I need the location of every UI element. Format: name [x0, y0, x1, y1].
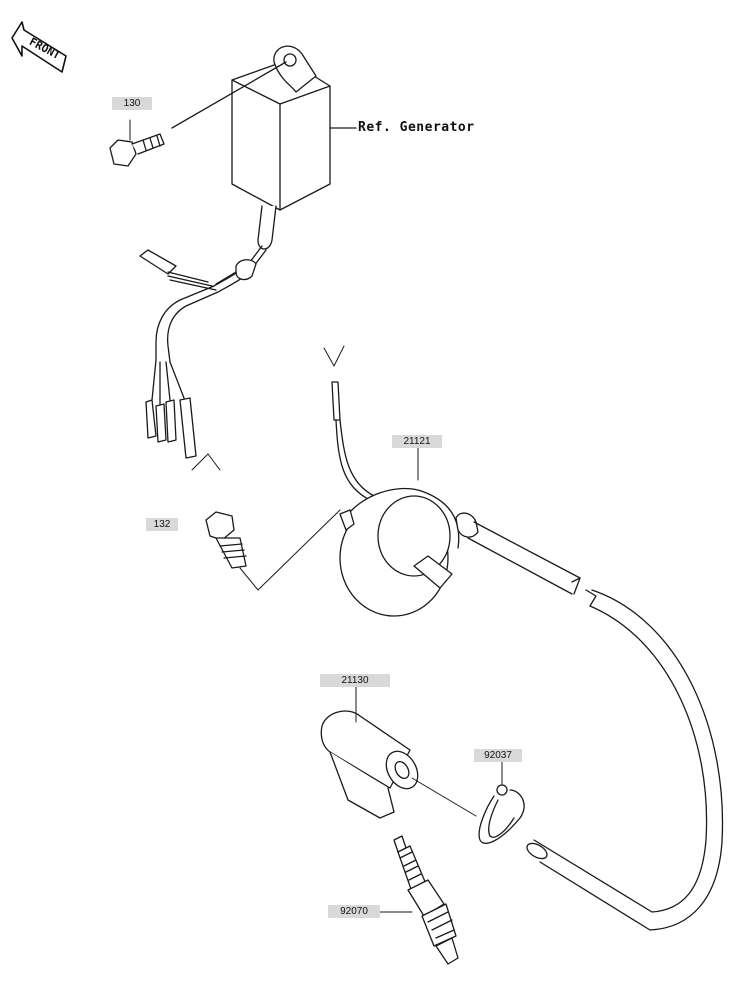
clip-92037-icon — [478, 761, 525, 844]
bolt-132-icon — [205, 509, 341, 591]
ignition-coil — [323, 345, 724, 931]
cdi-unit — [171, 45, 357, 250]
callout-130: 130 — [112, 97, 152, 110]
wire-harness — [139, 245, 267, 471]
callout-21121: 21121 — [392, 435, 442, 448]
front-arrow-icon: FRONT — [11, 21, 67, 73]
callout-92070: 92070 — [328, 905, 380, 918]
callout-132: 132 — [146, 518, 178, 531]
ref-generator-label: Ref. Generator — [358, 120, 475, 135]
callout-92037: 92037 — [474, 749, 522, 762]
bolt-130-icon — [109, 119, 165, 167]
callout-21130: 21130 — [320, 674, 390, 687]
spark-plug-cap — [320, 685, 477, 819]
spark-plug — [379, 835, 459, 965]
